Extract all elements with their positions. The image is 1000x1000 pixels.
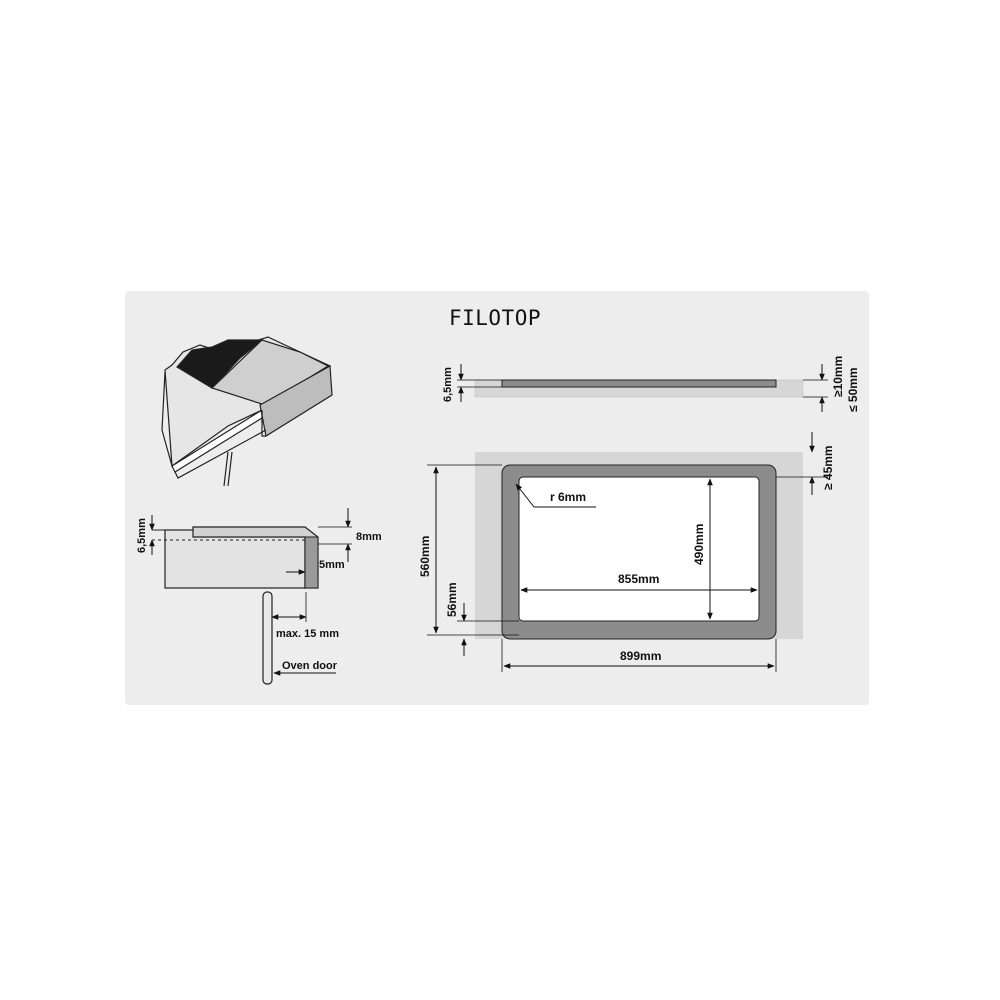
outer-depth-label: 560mm bbox=[418, 536, 432, 577]
oven-door-label: Oven door bbox=[282, 660, 338, 672]
diagram-title: FILOTOP bbox=[448, 306, 541, 330]
side-thickness-label: 6,5mm bbox=[442, 367, 454, 402]
detail-thickness-label: 6,5mm bbox=[136, 518, 148, 553]
inner-width-label: 855mm bbox=[618, 572, 659, 586]
top-margin-label: ≥ 45mm bbox=[821, 445, 835, 490]
inner-depth-label: 490mm bbox=[692, 524, 706, 565]
outer-width-label: 899mm bbox=[620, 649, 661, 663]
oven-door-shape bbox=[262, 591, 273, 685]
oven-gap-label: max. 15 mm bbox=[276, 628, 339, 640]
side-view: 6,5mm ≥10mm ≤ 50mm bbox=[442, 356, 860, 412]
cross-section-detail: 6,5mm 8mm 5mm max. 15 mm Oven door bbox=[136, 508, 382, 685]
detail-edge-label: 8mm bbox=[356, 531, 382, 543]
side-gap-label: ≥10mm bbox=[831, 356, 845, 397]
detail-lip-label: 5mm bbox=[319, 559, 345, 571]
radius-label: r 6mm bbox=[550, 490, 586, 504]
plan-view: ≥ 45mm r 6mm 560mm 56mm 490mm 855mm 899m… bbox=[418, 432, 835, 672]
isometric-worktop-sketch bbox=[161, 336, 333, 487]
side-depth-label: ≤ 50mm bbox=[846, 367, 860, 412]
bottom-margin-label: 56mm bbox=[445, 582, 459, 617]
